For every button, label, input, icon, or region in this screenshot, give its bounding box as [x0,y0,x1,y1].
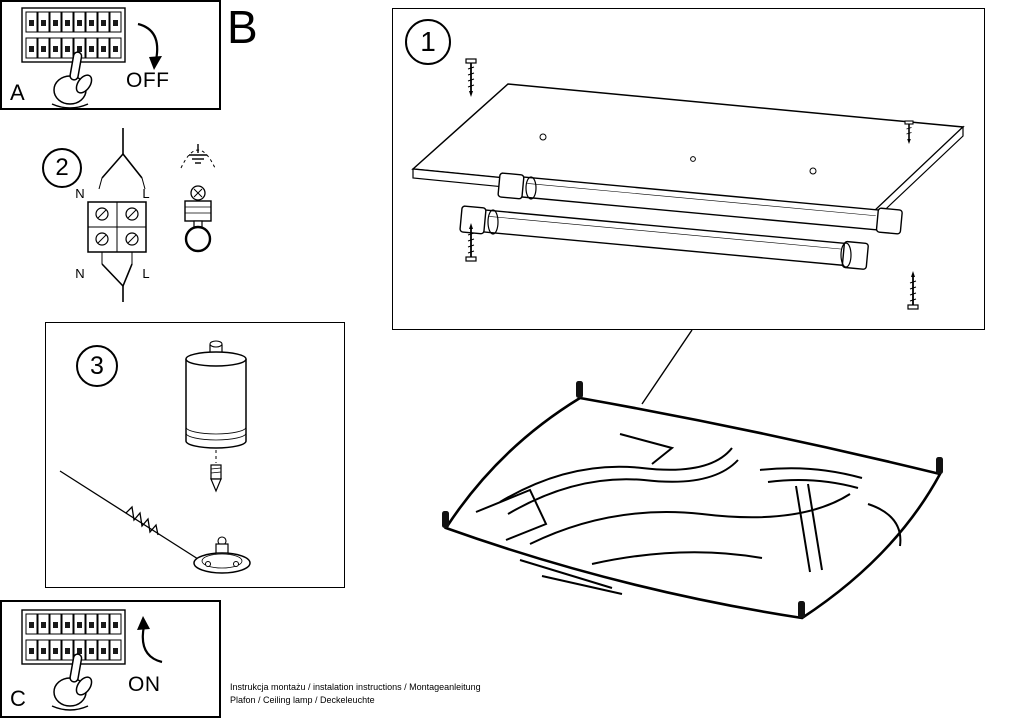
wire-label-l-top: L [142,186,149,201]
hand-icon [51,51,93,109]
suspension-wire [59,470,199,560]
wire-label-n-top: N [75,186,84,201]
step-2-number: 2 [42,148,82,188]
turn-on-arrow-icon [137,616,163,664]
step-1-box: 1 [392,8,985,330]
leader-line [641,329,693,405]
screw-icon [465,223,477,262]
ceiling-fixture-illustration [411,58,965,310]
turn-off-arrow-icon [137,22,162,70]
panel-c-letter: C [10,686,26,711]
screw-icon [907,271,919,310]
lamp-wires [101,252,133,302]
breaker-panel-illustration [21,609,126,665]
tube-clamp-ring [487,209,499,235]
screw-icon [904,120,914,144]
step-1-number: 1 [405,19,451,65]
footer-line-1: Instrukcja montażu / instalation instruc… [230,682,481,692]
on-label: ON [128,673,161,696]
corner-pin [442,511,449,528]
footer: Instrukcja montażu / instalation instruc… [230,681,481,706]
panel-c-power-on: ON C [0,600,221,718]
ground-symbol [180,144,216,169]
footer-line-2: Plafon / Ceiling lamp / Deckeleuchte [230,694,375,705]
earth-clamp-connector [184,185,212,253]
step-3-box: 3 [45,322,345,588]
tube-clamp-ring [840,242,852,268]
corner-pin [576,381,583,398]
step-2-area: 2 N L [28,128,240,314]
wire-label-l-bottom: L [142,266,149,281]
wiring-diagram: N L [75,128,216,302]
tube-clamp-ring [525,176,537,200]
panel-a-power-off: OFF A [0,0,221,110]
step-3-number: 3 [76,345,118,387]
corner-pins [442,381,943,618]
supply-wires [98,128,146,190]
screw-icon [465,58,477,97]
screw-icon [210,464,222,493]
canopy-mounting-illustration [59,340,251,574]
panel-a-letter: A [10,80,25,105]
corner-pin [936,457,943,474]
fluorescent-tube-back [497,172,903,235]
shade-pattern [475,433,902,595]
fluorescent-tube-front [459,205,869,270]
section-b-letter: B [227,1,258,53]
terminal-block [87,201,147,253]
ceiling-plate [193,536,251,574]
wire-label-n-bottom: N [75,266,84,281]
off-label: OFF [126,69,170,92]
canopy-cylinder [185,340,247,449]
fabric-shade-illustration [442,381,943,620]
breaker-panel-illustration [21,7,126,63]
hand-icon [51,653,93,711]
spring-coil [125,505,159,536]
corner-pin [798,601,805,618]
